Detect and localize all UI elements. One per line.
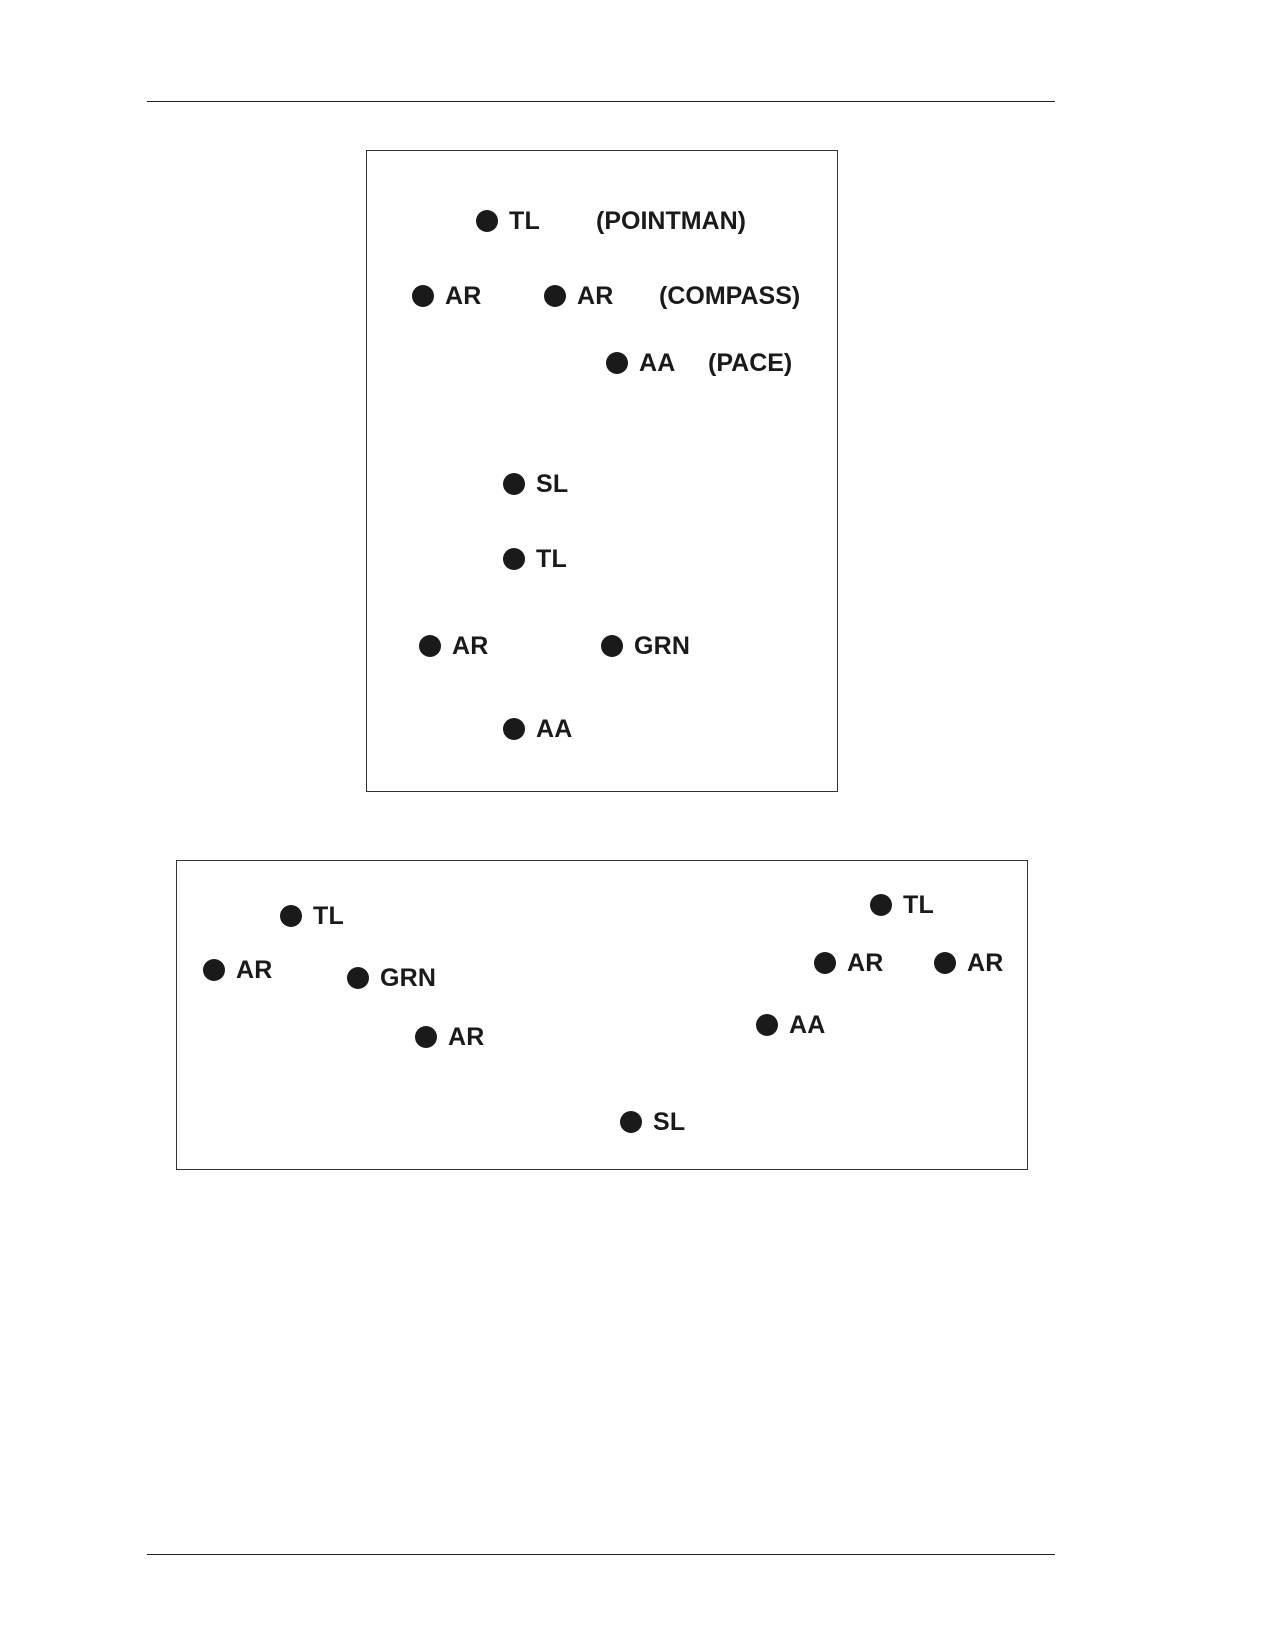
- member-automatic-rifleman: AR: [419, 631, 489, 661]
- member-code: TL: [313, 901, 344, 930]
- soldier-dot-icon: [606, 352, 628, 374]
- soldier-dot-icon: [544, 285, 566, 307]
- soldier-dot-icon: [756, 1014, 778, 1036]
- soldier-dot-icon: [503, 548, 525, 570]
- member-code: AR: [448, 1022, 485, 1051]
- member-assistant-automatic-rifleman: AA: [756, 1010, 826, 1040]
- soldier-dot-icon: [347, 967, 369, 989]
- soldier-dot-icon: [476, 210, 498, 232]
- member-code: AR: [577, 281, 614, 310]
- member-code: SL: [536, 469, 569, 498]
- soldier-dot-icon: [503, 473, 525, 495]
- member-automatic-rifleman: AR: [814, 948, 884, 978]
- member-code: AA: [536, 714, 573, 743]
- soldier-dot-icon: [601, 635, 623, 657]
- soldier-dot-icon: [203, 959, 225, 981]
- line-formation-diagram: TL AR GRN AR SL TL AR AR AA: [176, 860, 1028, 1170]
- soldier-dot-icon: [814, 952, 836, 974]
- member-squad-leader: SL: [620, 1107, 685, 1137]
- member-code: TL: [536, 544, 567, 573]
- member-grenadier: GRN: [347, 963, 436, 993]
- member-code: GRN: [634, 631, 691, 660]
- member-code: AR: [847, 948, 884, 977]
- member-code: AA: [639, 348, 676, 377]
- member-team-leader-pointman: TL: [476, 206, 540, 236]
- soldier-dot-icon: [412, 285, 434, 307]
- soldier-dot-icon: [419, 635, 441, 657]
- member-assistant-automatic-rifleman: AA: [503, 714, 573, 744]
- member-automatic-rifleman: AR: [203, 955, 273, 985]
- member-grenadier: GRN: [601, 631, 690, 661]
- member-code: AR: [967, 948, 1004, 977]
- member-code: AR: [452, 631, 489, 660]
- member-code: AR: [236, 955, 273, 984]
- soldier-dot-icon: [934, 952, 956, 974]
- member-squad-leader: SL: [503, 469, 568, 499]
- member-automatic-rifleman: AR: [415, 1022, 485, 1052]
- soldier-dot-icon: [280, 905, 302, 927]
- role-label-pace: (PACE): [708, 349, 793, 377]
- member-automatic-rifleman-compass: AR: [544, 281, 614, 311]
- member-code: TL: [903, 890, 934, 919]
- member-code: AR: [445, 281, 482, 310]
- soldier-dot-icon: [503, 718, 525, 740]
- soldier-dot-icon: [870, 894, 892, 916]
- column-formation-diagram: TL (POINTMAN) AR AR (COMPASS) AA (PACE) …: [366, 150, 838, 792]
- soldier-dot-icon: [620, 1111, 642, 1133]
- role-label-compass: (COMPASS): [659, 282, 801, 310]
- member-automatic-rifleman: AR: [412, 281, 482, 311]
- member-code: SL: [653, 1107, 686, 1136]
- header-rule: [147, 101, 1055, 102]
- member-team-leader: TL: [503, 544, 567, 574]
- soldier-dot-icon: [415, 1026, 437, 1048]
- footer-rule: [147, 1554, 1055, 1555]
- member-team-leader: TL: [280, 901, 344, 931]
- member-team-leader: TL: [870, 890, 934, 920]
- member-assistant-automatic-rifleman-pace: AA: [606, 348, 676, 378]
- member-code: AA: [789, 1010, 826, 1039]
- role-label-pointman: (POINTMAN): [596, 207, 746, 235]
- member-automatic-rifleman: AR: [934, 948, 1004, 978]
- member-code: GRN: [380, 963, 437, 992]
- member-code: TL: [509, 206, 540, 235]
